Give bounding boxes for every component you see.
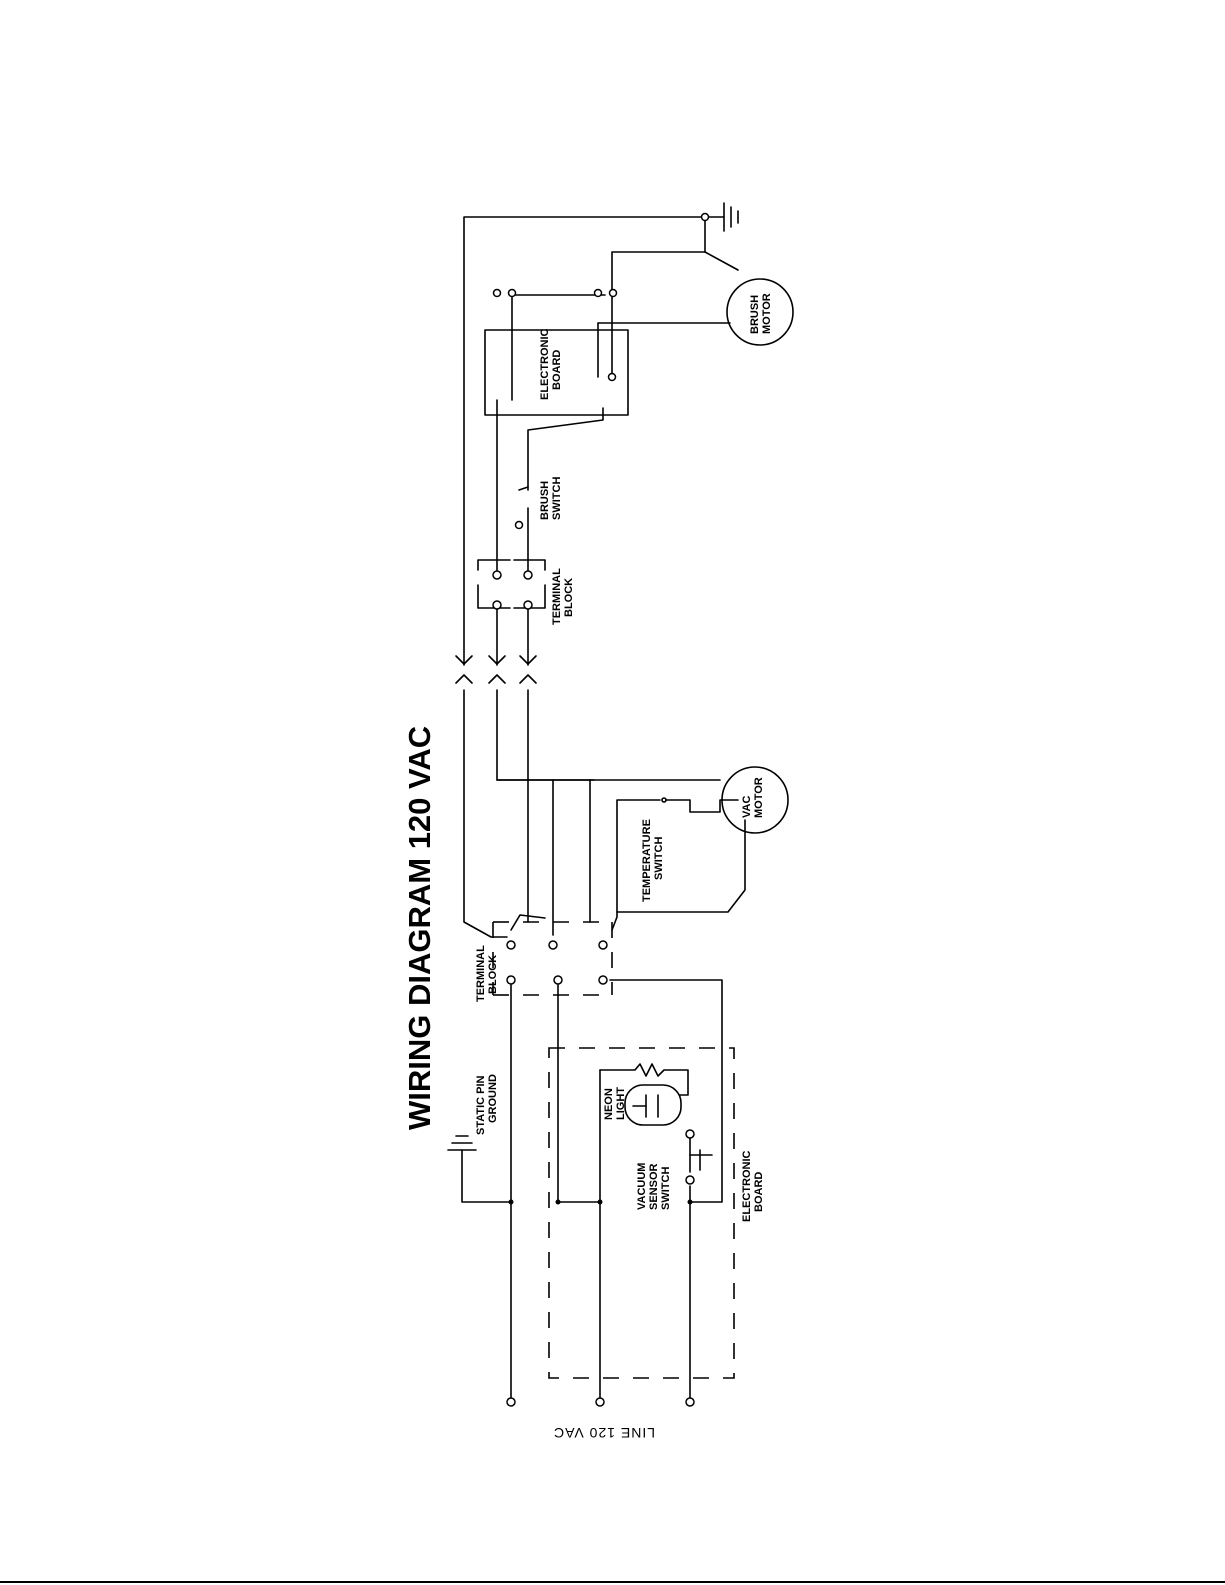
diagram-title: WIRING DIAGRAM 120 VAC	[402, 726, 437, 1130]
terminal-block-lower-label: TERMINAL BLOCK	[475, 942, 499, 1002]
neon-light-label: NEON LIGHT	[603, 1085, 627, 1120]
cord-connectors	[456, 656, 536, 683]
temperature-switch-label: TEMPERATURE SWITCH	[641, 816, 665, 902]
neon-light-icon	[625, 1085, 681, 1125]
terminal-block-upper-label: TERMINAL BLOCK	[551, 565, 575, 625]
vac-motor-label: VAC MOTOR	[741, 777, 765, 818]
electronic-board-lower	[549, 1048, 734, 1378]
brush-motor-label: BRUSH MOTOR	[749, 292, 773, 334]
electronic-board-lower-label: ELECTRONIC BOARD	[741, 1147, 765, 1222]
static-pin-ground-label: STATIC PIN GROUND	[475, 1072, 499, 1135]
wires	[448, 217, 745, 1398]
chassis-ground-icon	[708, 203, 738, 231]
vacuum-sensor-switch-label: VACUUM SENSOR SWITCH	[636, 1159, 672, 1210]
electronic-board-upper-label: ELECTRONIC BOARD	[539, 325, 563, 400]
line-120-vac-label: LINE 120 VAC	[553, 1425, 655, 1441]
page-bottom-rule	[0, 1581, 1225, 1583]
terminal-block-upper	[478, 560, 545, 608]
brush-switch-label: BRUSH SWITCH	[539, 477, 563, 520]
